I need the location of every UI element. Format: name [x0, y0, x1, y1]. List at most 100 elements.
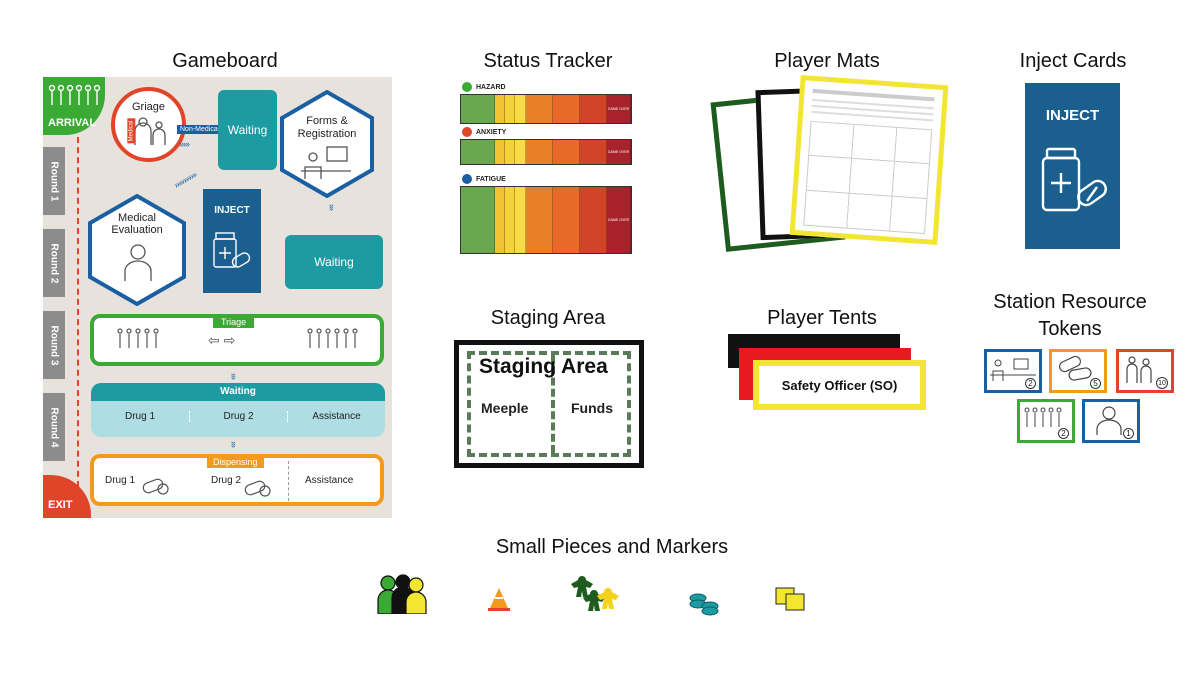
token-registration[interactable]: 2	[984, 349, 1042, 393]
hazard-track[interactable]: GAME OVER	[460, 94, 632, 124]
token-drug[interactable]: 5	[1049, 349, 1107, 393]
station-tokens-title-1: Station Resource	[993, 291, 1147, 313]
waiting-row[interactable]: Waiting Drug 1 Drug 2 Assistance	[91, 383, 385, 437]
fatigue-game-over: GAME OVER	[607, 187, 631, 253]
dispensing-assistance[interactable]: Assistance	[305, 475, 354, 486]
chevrons-2: »»»»»»	[172, 169, 198, 191]
exit-label: EXIT	[48, 499, 73, 511]
token-triage[interactable]: 2	[1017, 399, 1075, 443]
crowd-icon	[1024, 407, 1062, 427]
coins-icon[interactable]	[688, 590, 720, 616]
token-medical[interactable]: 1	[1082, 399, 1140, 443]
registration-icon	[990, 358, 1036, 381]
dispensing-drug-1[interactable]: Drug 1	[105, 475, 136, 486]
token-count-3: 10	[1156, 377, 1168, 389]
forms-label: Forms &	[306, 115, 348, 127]
pill-token-icon	[1058, 355, 1092, 381]
staff-icon	[1126, 356, 1152, 383]
status-tracker-title: Status Tracker	[483, 50, 613, 72]
fatigue-label: FATIGUE	[476, 176, 506, 183]
triage-label: Triage	[213, 316, 255, 328]
anxiety-track[interactable]: GAME OVER	[460, 139, 632, 165]
exit-zone: EXIT	[43, 475, 91, 518]
token-griage[interactable]: 10	[1116, 349, 1174, 393]
round-4-tab: Round 4	[43, 393, 65, 461]
small-pieces-title: Small Pieces and Markers	[495, 536, 729, 558]
triage-people-icon	[117, 328, 159, 348]
chevrons-5: ›››	[229, 441, 239, 447]
fatigue-track[interactable]: GAME OVER	[460, 186, 632, 254]
token-count-2: 5	[1090, 378, 1101, 389]
player-pawns-icon[interactable]	[376, 574, 430, 614]
dispensing-label: Dispensing	[207, 456, 264, 468]
inject-cards-title: Inject Cards	[1019, 50, 1127, 72]
inject-card-label: INJECT	[1045, 107, 1100, 124]
player-mat-yellow[interactable]	[789, 75, 949, 245]
evaluation-label: Evaluation	[111, 224, 163, 236]
gameboard-title: Gameboard	[172, 50, 278, 72]
registration-label: Registration	[297, 128, 357, 140]
player-tents-title: Player Tents	[767, 307, 877, 329]
gameboard: ARRIVAL Round 1 Round 2 Round 3 Round 4 …	[43, 77, 392, 518]
meeple-label: Meeple	[481, 400, 529, 416]
chevrons-1: ›››››	[179, 139, 190, 149]
round-3-tab: Round 3	[43, 311, 65, 379]
staging-area-title: Staging Area	[490, 307, 606, 329]
people-icon	[48, 84, 101, 105]
medical-evaluation-station[interactable]	[87, 194, 187, 306]
token-count-5: 1	[1123, 428, 1134, 439]
waiting-drug-2[interactable]: Drug 2	[189, 411, 287, 422]
sticky-notes-icon[interactable]	[774, 586, 810, 614]
physician-token-icon	[1096, 406, 1122, 435]
waiting-drug-1[interactable]: Drug 1	[124, 411, 155, 422]
triage-people-icon-2	[307, 328, 358, 348]
pill-icon	[142, 478, 169, 495]
fatigue-icon	[462, 174, 472, 184]
token-count-4: 2	[1058, 428, 1069, 439]
hazard-game-over: GAME OVER	[607, 95, 631, 123]
physician-icon	[124, 244, 152, 281]
doctor-icon	[134, 117, 166, 145]
non-medical-tag: Non-Medical	[177, 125, 223, 134]
waiting-station-top[interactable]: Waiting	[218, 90, 277, 170]
hazard-cone-icon[interactable]	[488, 586, 510, 612]
chevrons-3: ›››	[327, 204, 337, 210]
round-2-tab: Round 2	[43, 229, 65, 297]
dispensing-divider	[288, 461, 289, 501]
staging-title: Staging Area	[479, 355, 608, 378]
arrival-label: ARRIVAL	[48, 117, 97, 129]
hazard-icon	[462, 82, 472, 92]
griage-station[interactable]: Griage	[111, 87, 186, 162]
token-count-1: 2	[1025, 378, 1036, 389]
chevrons-4: ›››	[229, 373, 239, 379]
status-tracker: HAZARD GAME OVER ANXIETY GAME OVER FATIG…	[458, 82, 634, 256]
meeples-icon[interactable]	[568, 574, 624, 618]
anxiety-icon	[462, 127, 472, 137]
dispensing-drug-2[interactable]: Drug 2	[211, 475, 242, 486]
inject-slot[interactable]: INJECT	[203, 189, 261, 293]
anxiety-label: ANXIETY	[476, 129, 507, 136]
triage-arrows-icon: ⇦ ⇨	[208, 332, 236, 348]
arrival-zone: ARRIVAL	[43, 77, 105, 135]
waiting-assistance[interactable]: Assistance	[287, 411, 385, 422]
anxiety-game-over: GAME OVER	[607, 140, 631, 164]
funds-label: Funds	[571, 400, 613, 416]
round-1-tab: Round 1	[43, 147, 65, 215]
medicine-icon	[213, 232, 251, 268]
medical-label: Medical	[118, 212, 156, 224]
pill-icon-2	[244, 480, 271, 497]
flow-arrow	[77, 137, 79, 487]
medical-tag: Medical	[127, 118, 136, 144]
player-tent-yellow[interactable]: Safety Officer (SO)	[753, 360, 926, 410]
inject-card[interactable]: INJECT	[1025, 83, 1120, 249]
station-tokens-title-2: Tokens	[1038, 318, 1102, 340]
waiting-row-label: Waiting	[220, 386, 256, 397]
medicine-bottle-icon	[1041, 147, 1107, 212]
waiting-station-mid[interactable]: Waiting	[285, 235, 383, 289]
registration-desk-icon	[301, 146, 351, 179]
player-mats-title: Player Mats	[774, 50, 880, 72]
inject-slot-label: INJECT	[214, 205, 250, 216]
hazard-label: HAZARD	[476, 84, 506, 91]
staging-area-card[interactable]: Staging Area Meeple Funds	[454, 340, 644, 468]
tent-label: Safety Officer (SO)	[781, 377, 898, 393]
